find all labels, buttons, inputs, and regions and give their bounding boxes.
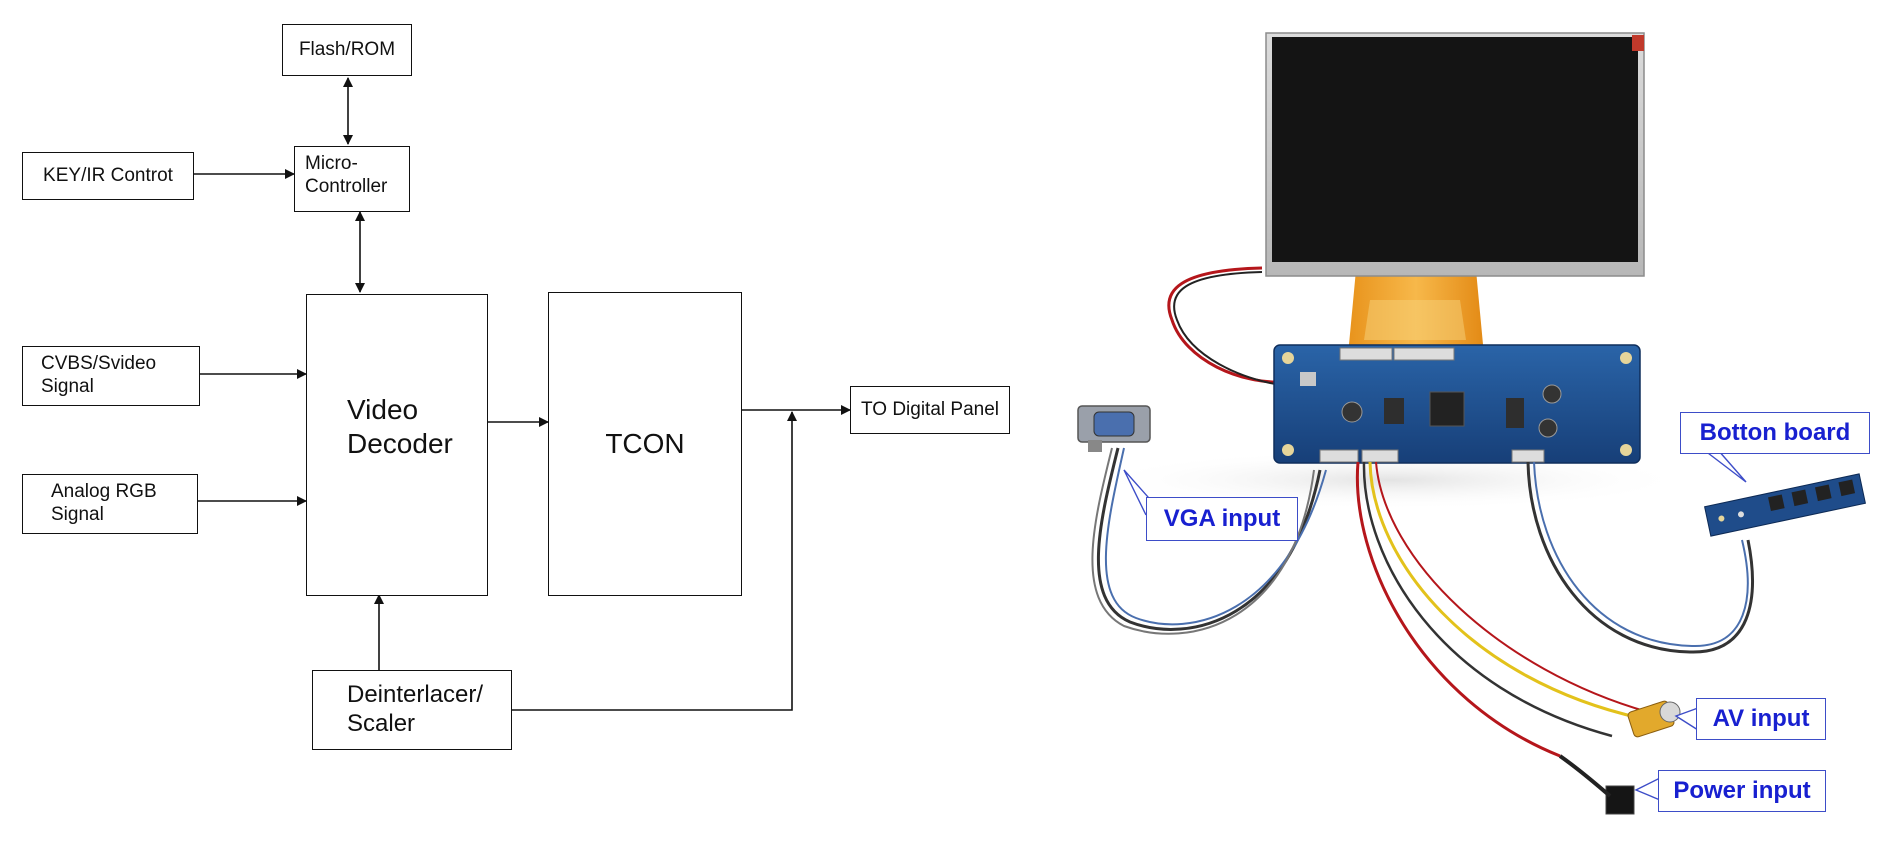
botton-board-label: Botton board xyxy=(1680,412,1870,454)
av-input-text: AV input xyxy=(1712,705,1810,732)
flash-rom-label: Flash/ROM xyxy=(298,38,396,60)
deinterlacer-label-1: Deinterlacer/ xyxy=(347,681,484,709)
micro-controller-block: Micro- Controller xyxy=(294,146,410,212)
video-decoder-block: Video Decoder xyxy=(306,294,488,596)
power-input-label: Power input xyxy=(1658,770,1826,812)
diagram-arrows xyxy=(194,77,851,711)
analog-rgb-block: Analog RGB Signal xyxy=(22,474,198,534)
key-ir-label: KEY/IR Controt xyxy=(43,164,173,186)
video-decoder-label-2: Decoder xyxy=(347,427,453,459)
to-digital-panel-block: TO Digital Panel xyxy=(850,386,1010,434)
cvbs-label-2: Signal xyxy=(41,376,94,397)
analog-rgb-label-1: Analog RGB xyxy=(51,481,157,503)
video-decoder-label-1: Video xyxy=(347,394,419,425)
tcon-block: TCON xyxy=(548,292,742,596)
lcd-kit-photo xyxy=(1077,32,1866,815)
flash-rom-block: Flash/ROM xyxy=(282,24,412,76)
micro-controller-label-1: Micro- xyxy=(305,153,358,174)
tcon-label: TCON xyxy=(605,428,685,460)
to-digital-panel-label: TO Digital Panel xyxy=(861,398,999,420)
analog-rgb-label-2: Signal xyxy=(51,504,104,525)
botton-board-text: Botton board xyxy=(1699,419,1851,446)
cvbs-block: CVBS/Svideo Signal xyxy=(22,346,200,406)
deinterlacer-label-2: Scaler xyxy=(347,710,416,737)
power-input-text: Power input xyxy=(1673,777,1811,804)
cvbs-label-1: CVBS/Svideo xyxy=(41,353,157,375)
key-ir-block: KEY/IR Controt xyxy=(22,152,194,200)
deinterlacer-block: Deinterlacer/ Scaler xyxy=(312,670,512,750)
micro-controller-label-2: Controller xyxy=(305,175,388,197)
av-input-label: AV input xyxy=(1696,698,1826,740)
vga-input-label: VGA input xyxy=(1146,497,1298,541)
vga-input-text: VGA input xyxy=(1163,505,1281,532)
